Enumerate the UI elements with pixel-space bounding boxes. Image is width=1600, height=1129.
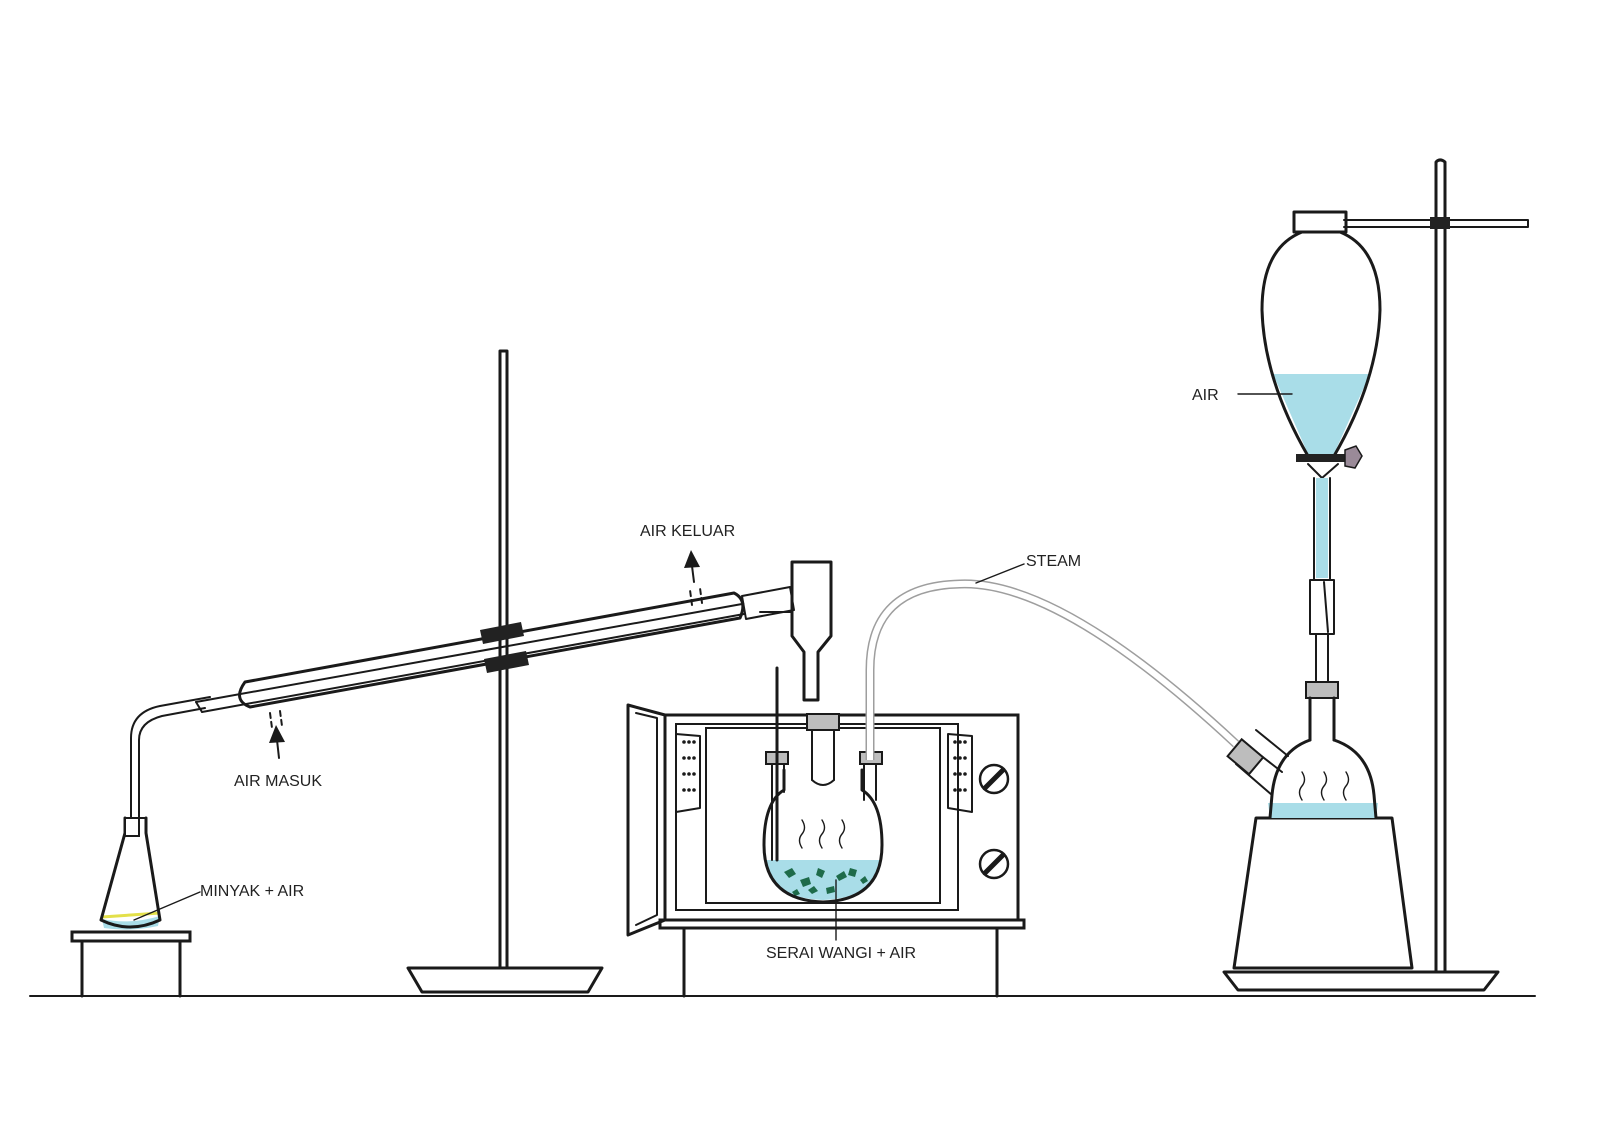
clamp-lower [484, 651, 529, 673]
retort-stand-right [1222, 158, 1529, 992]
erlenmeyer-flask [99, 816, 162, 930]
vent-panel-left [675, 733, 701, 813]
minyak-leader [133, 891, 201, 921]
oven-knob-lower [978, 848, 1010, 880]
stopcock-clamp [1296, 454, 1348, 462]
generator-stopper [1305, 681, 1339, 699]
stopcock-knob [1344, 445, 1363, 469]
round-bottom-flask [762, 666, 884, 904]
steam-tube [865, 579, 1240, 760]
oil-layer [101, 911, 161, 919]
stand-boss-head [1430, 217, 1450, 229]
funnel-water [1273, 374, 1370, 454]
separatory-funnel [1260, 210, 1382, 683]
steam-generator-flask [1226, 681, 1378, 820]
still-head [759, 560, 833, 702]
retort-stand-center [406, 349, 604, 994]
funnel-stem-water [1316, 478, 1328, 578]
label-air: AIR [1192, 387, 1219, 404]
label-serai-wangi-air: SERAI WANGI + AIR [766, 945, 916, 962]
vent-panel-right [947, 733, 973, 813]
air-keluar-arrow [684, 550, 700, 583]
side-arm-fitting [1226, 737, 1265, 776]
label-air-keluar: AIR KELUAR [640, 523, 735, 540]
stopper-center [806, 713, 840, 731]
plant-material [784, 868, 868, 896]
label-air-masuk: AIR MASUK [234, 773, 322, 790]
generator-water [1268, 803, 1378, 818]
air-masuk-arrow [269, 725, 285, 759]
label-minyak-air: MINYAK + AIR [200, 883, 304, 900]
oven-knob-upper [978, 763, 1010, 795]
liebig-condenser [130, 586, 795, 819]
burner-stand [1232, 816, 1414, 970]
steam-leader [975, 563, 1025, 584]
label-steam: STEAM [1026, 553, 1081, 570]
small-table [70, 930, 192, 998]
clamp-upper [480, 622, 524, 644]
